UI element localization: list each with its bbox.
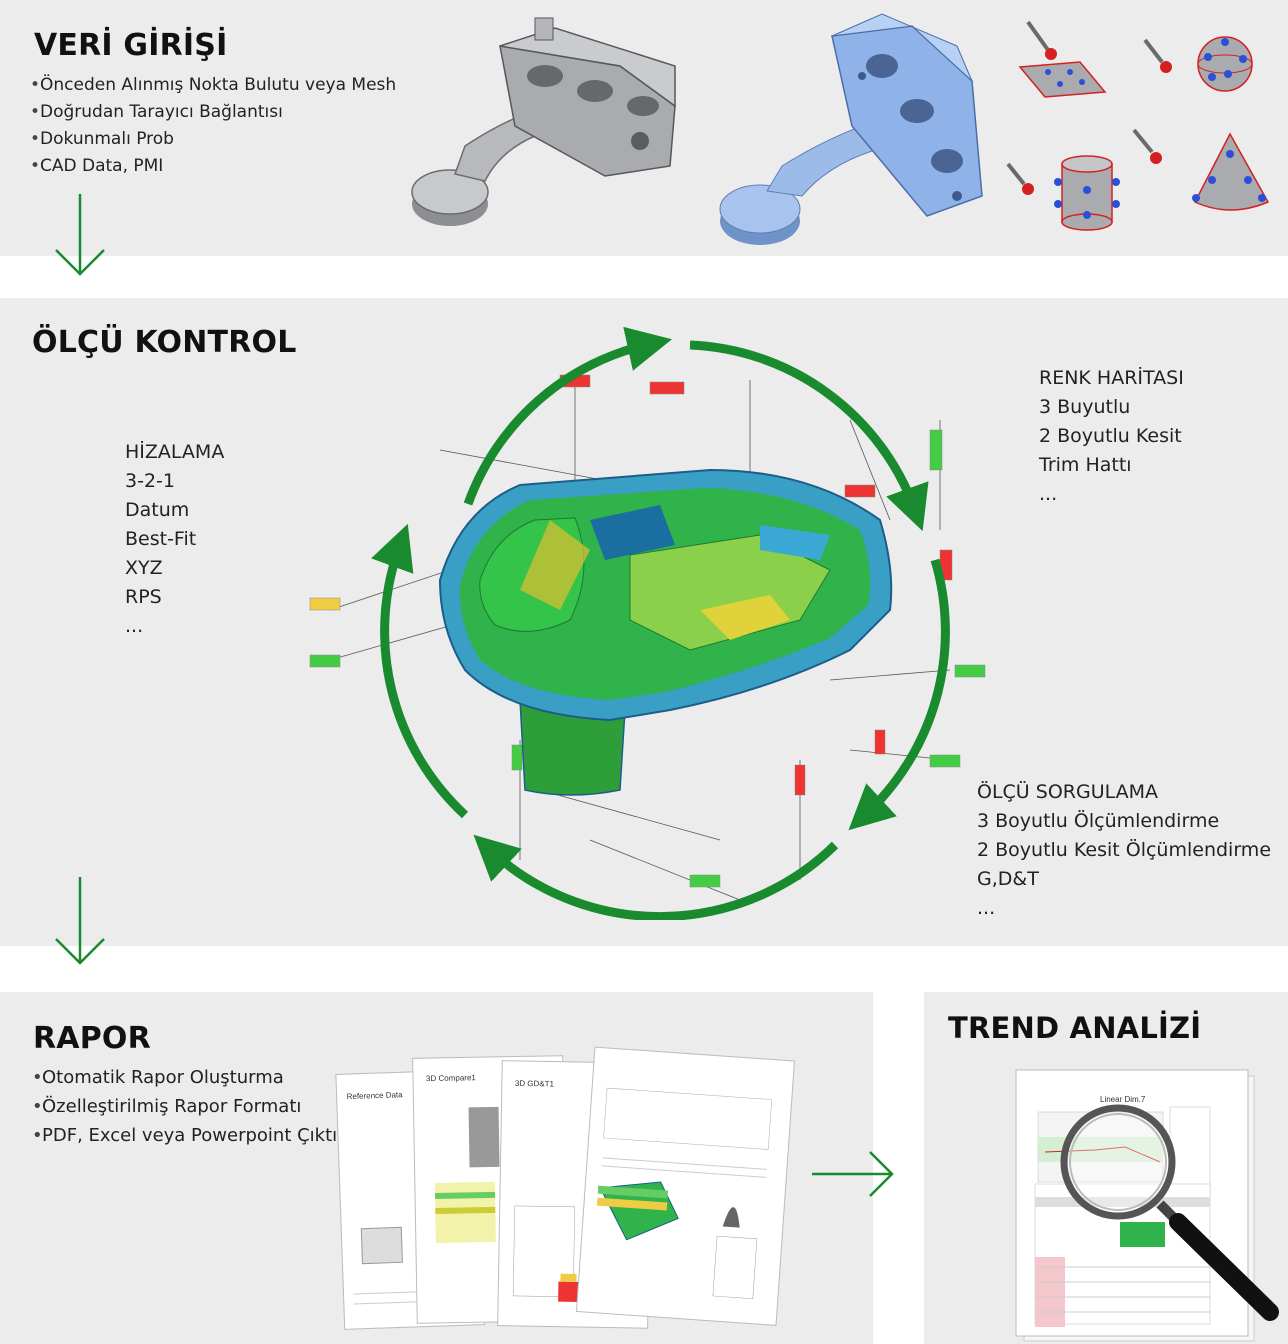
colormap-item: 3 Buyutlu	[1039, 396, 1131, 418]
input-title: VERİ GİRİŞİ	[34, 28, 228, 63]
colormap-item: ...	[1039, 483, 1058, 505]
report-documents-image: Reference Data 3D Compare1 3D GD&T1	[335, 1046, 795, 1330]
alignment-list: HİZALAMA 3-2-1 Datum Best-Fit XYZ RPS ..…	[125, 438, 224, 641]
inspection-cycle-diagram	[309, 326, 986, 920]
control-title: ÖLÇÜ KONTROL	[32, 325, 297, 360]
doc-title: Linear Dim.7	[1100, 1095, 1146, 1104]
alignment-item: Datum	[125, 499, 190, 521]
input-list: Önceden Alınmış Nokta Bulutu veya Mesh D…	[30, 72, 396, 180]
doc-title: 3D Compare1	[426, 1073, 477, 1083]
query-item: 2 Boyutlu Kesit Ölçümlendirme	[977, 839, 1272, 861]
magnifier-icon	[1060, 1104, 1279, 1321]
alignment-item: XYZ	[125, 557, 163, 579]
colormap-part-image	[438, 468, 893, 796]
colormap-list: RENK HARİTASI 3 Buyutlu 2 Boyutlu Kesit …	[1039, 364, 1184, 509]
cycle-arrows	[371, 326, 950, 920]
cone-primitive-icon	[1132, 128, 1270, 211]
report-item: Özelleştirilmiş Rapor Formatı	[32, 1092, 352, 1121]
query-item: G,D&T	[977, 868, 1039, 890]
mesh-model-image	[719, 13, 983, 245]
trend-document-image: Linear Dim.7	[1015, 1069, 1279, 1342]
input-item: Dokunmalı Prob	[30, 126, 396, 153]
alignment-item: 3-2-1	[125, 470, 175, 492]
input-item: Doğrudan Tarayıcı Bağlantısı	[30, 99, 396, 126]
report-list: Otomatik Rapor Oluşturma Özelleştirilmiş…	[32, 1063, 352, 1150]
trend-title: TREND ANALİZİ	[948, 1011, 1202, 1045]
sphere-primitive-icon	[1143, 36, 1253, 92]
query-item: ...	[977, 897, 996, 919]
colormap-heading: RENK HARİTASI	[1039, 367, 1184, 389]
report-title: RAPOR	[33, 1021, 151, 1056]
dimension-callouts	[309, 374, 986, 888]
probe-primitives-image	[1006, 20, 1270, 231]
alignment-item: Best-Fit	[125, 528, 197, 550]
input-item: Önceden Alınmış Nokta Bulutu veya Mesh	[30, 72, 396, 99]
right-arrow-icon	[812, 1151, 894, 1197]
report-item: Otomatik Rapor Oluşturma	[32, 1063, 352, 1092]
doc-title: Reference Data	[346, 1090, 403, 1101]
cad-model-image	[411, 17, 676, 226]
alignment-item: ...	[125, 615, 144, 637]
query-item: 3 Boyutlu Ölçümlendirme	[977, 810, 1220, 832]
query-list: ÖLÇÜ SORGULAMA 3 Boyutlu Ölçümlendirme 2…	[977, 778, 1271, 923]
alignment-item: RPS	[125, 586, 162, 608]
plane-primitive-icon	[1018, 20, 1107, 98]
input-item: CAD Data, PMI	[30, 153, 396, 180]
query-heading: ÖLÇÜ SORGULAMA	[977, 781, 1159, 803]
alignment-heading: HİZALAMA	[125, 441, 225, 463]
doc-title: 3D GD&T1	[515, 1079, 555, 1089]
report-item: PDF, Excel veya Powerpoint Çıktısı	[32, 1121, 352, 1150]
colormap-item: Trim Hattı	[1039, 454, 1132, 476]
down-arrow-icon	[55, 877, 105, 965]
colormap-item: 2 Boyutlu Kesit	[1039, 425, 1182, 447]
down-arrow-icon	[55, 194, 105, 276]
cylinder-primitive-icon	[1006, 155, 1120, 231]
